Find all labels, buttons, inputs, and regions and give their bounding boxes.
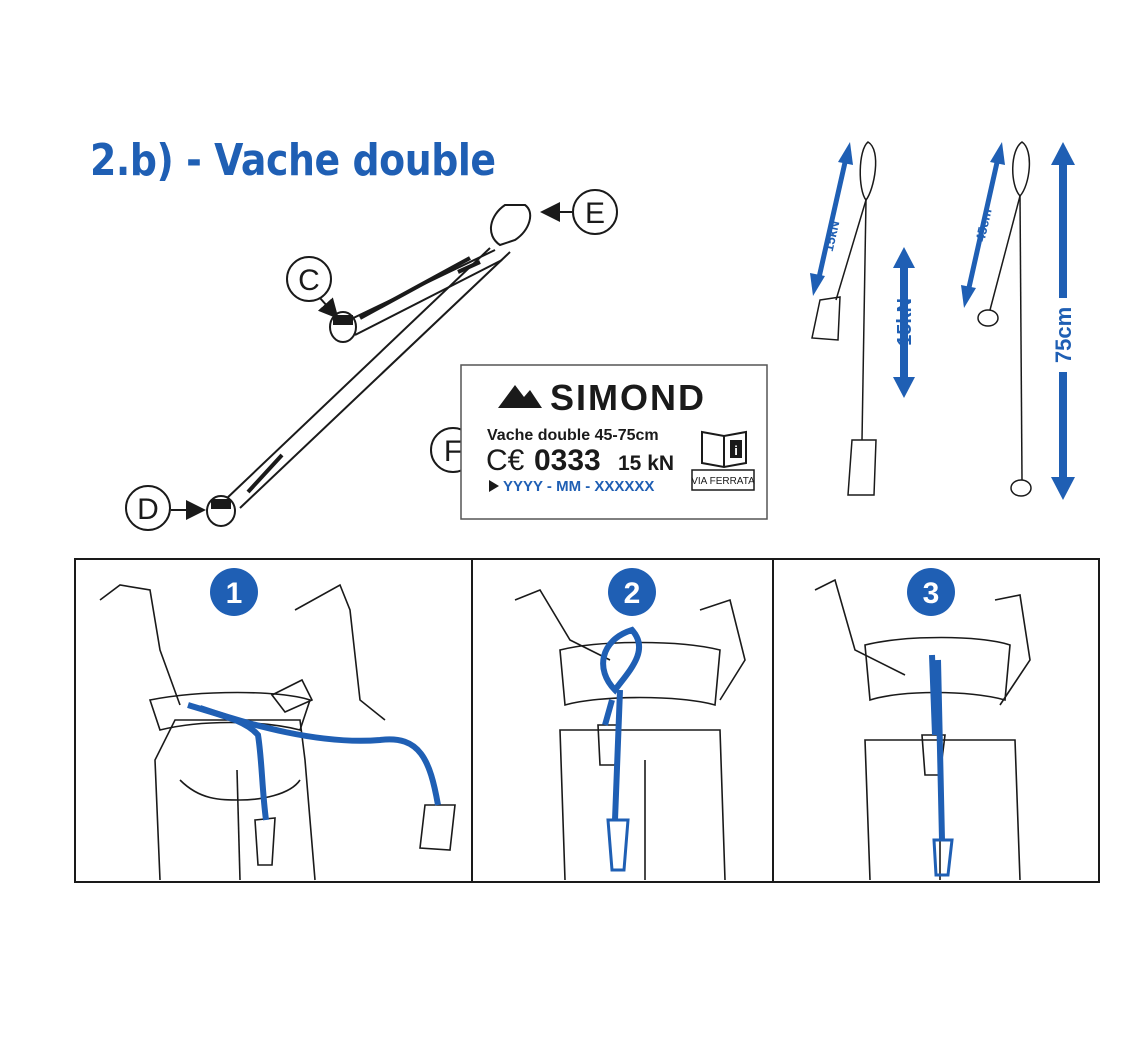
lanyard-arms [602, 689, 623, 821]
left-arm [814, 578, 906, 676]
total-length-label: 75cm [1051, 307, 1076, 363]
ce-number: 0333 [534, 444, 601, 477]
arrowhead [893, 377, 915, 398]
callout-e [540, 189, 618, 235]
left-arm [514, 589, 611, 661]
arrowhead [990, 142, 1005, 165]
lot-number: YYYY - MM - XXXXXX [503, 478, 654, 495]
callout-e-letter: E [585, 197, 605, 230]
product-label: SIMOND Vache double 45-75cm C€ 0333 15 k… [460, 364, 768, 520]
long-arm-edge-b [239, 251, 511, 509]
step-3-badge [907, 568, 955, 616]
lower-carabiner [606, 818, 630, 872]
step-2-lanyard [600, 626, 642, 872]
step-1-badge [210, 568, 258, 616]
right-arm [994, 594, 1031, 706]
callout-c-letter: C [298, 264, 320, 297]
long-arm-strength-label: 15kN [894, 298, 916, 346]
short-arm-length-label: 45cm [973, 207, 995, 243]
lanyard-overview-illustration [206, 204, 532, 527]
lanyard-b-eyelet-2 [1010, 479, 1032, 497]
lanyard-arms [929, 654, 945, 841]
svg-text:i: i [734, 443, 738, 458]
loop-stitching [457, 260, 481, 274]
page-title: 2.b) - Vache double [90, 135, 496, 186]
ce-mark: C€ [486, 444, 525, 477]
via-ferrata-badge-frame [691, 469, 755, 491]
dimension-arrows [810, 142, 1075, 500]
eyelet-c-band [333, 315, 353, 325]
lanyard-a-loop [859, 141, 877, 202]
lanyard-arm-to-carabiner-2 [199, 705, 441, 806]
callout-f-letter: F [444, 435, 462, 468]
step-1-lanyard [187, 702, 441, 821]
lanyard-girth-hitch [600, 626, 642, 695]
left-arm [99, 584, 181, 706]
short-arm-stitching [359, 256, 471, 320]
long-arm-stitching [246, 453, 284, 494]
arrowhead [961, 285, 976, 308]
leg-gap [236, 769, 241, 881]
callout-d-letter: D [137, 493, 159, 526]
via-ferrata-badge: VIA FERRATA [691, 476, 755, 487]
step-2-badge [608, 568, 656, 616]
right-arm [699, 598, 746, 701]
step-2-number: 2 [624, 577, 641, 610]
carabiner-2 [419, 804, 456, 851]
step-1-number: 1 [226, 577, 243, 610]
right-arm [294, 583, 386, 721]
info-book-icon: i [701, 430, 747, 469]
step-3-number: 3 [923, 577, 940, 610]
lanyard-b-eyelet-1 [977, 309, 999, 327]
harness-waist-belt [148, 691, 312, 731]
arrowhead [893, 247, 915, 268]
strength-rating: 15 kN [618, 452, 674, 475]
lanyard-b-short-arm [989, 195, 1021, 311]
product-name: Vache double 45-75cm [487, 427, 659, 444]
callout-d [125, 485, 206, 531]
eyelet-d-band [211, 499, 231, 509]
harness-waist-belt [864, 636, 1011, 702]
gear-loop-buckle [270, 678, 314, 713]
long-arm-edge-a [224, 247, 491, 501]
lanyard-a-long-arm [861, 199, 867, 441]
short-arm-strength-label: 15kN [821, 219, 843, 253]
callout-c [286, 256, 339, 319]
harness-leg-loops [179, 779, 301, 801]
step-3-lanyard [929, 654, 954, 877]
arrowhead [838, 142, 853, 165]
short-arm-length-arrow [965, 157, 1001, 293]
step-badges [210, 568, 955, 616]
lanyard-dimensions-illustration [811, 141, 1032, 497]
lanyard-a-short-arm [835, 199, 867, 301]
arrowhead [1051, 477, 1075, 500]
lanyard-b-long-arm [1019, 195, 1023, 481]
short-arm-edge-b [354, 259, 503, 336]
lower-carabiner [932, 838, 954, 877]
step-3-illustration [814, 578, 1031, 881]
lanyard-a-carabiner-1 [811, 296, 841, 341]
simond-logo-icon [498, 385, 542, 408]
short-arm-strength-arrow [815, 157, 849, 283]
lanyard-b-loop [1012, 141, 1031, 198]
lanyard-a-carabiner-2 [847, 439, 877, 496]
lot-arrow-icon [489, 480, 499, 492]
arrowhead [810, 273, 825, 296]
lanyard-loop [490, 204, 532, 247]
arrowhead [1051, 142, 1075, 165]
brand-name: SIMOND [550, 377, 706, 418]
legs-outline [559, 729, 726, 881]
